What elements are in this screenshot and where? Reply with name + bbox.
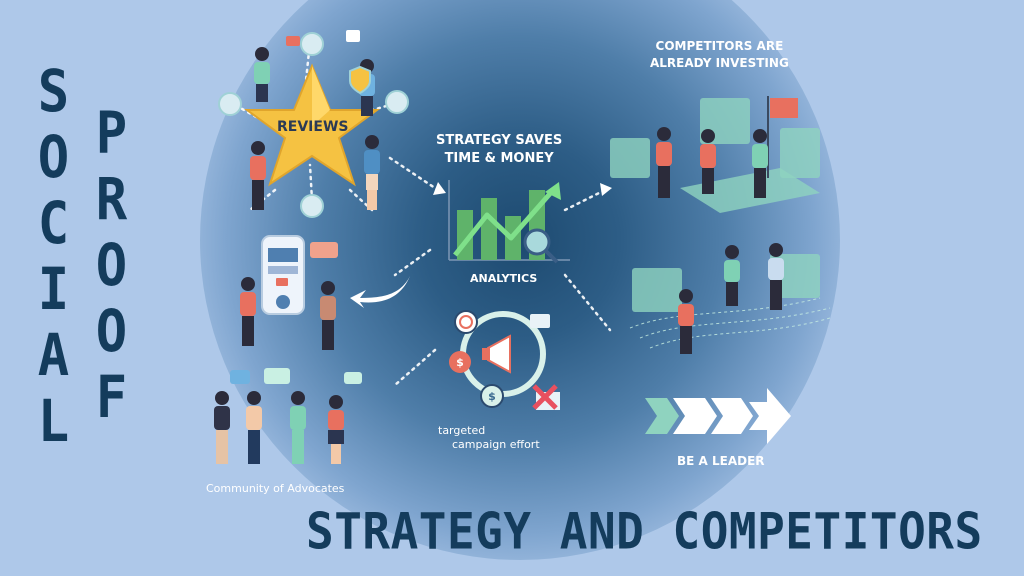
letter: O [95, 297, 128, 365]
reviews-label: REVIEWS [277, 119, 349, 135]
strategy-heading: STRATEGY SAVES TIME & MONEY [436, 132, 562, 168]
letter: P [95, 99, 128, 167]
svg-text:$: $ [488, 390, 496, 403]
strategy-heading-line2: TIME & MONEY [444, 151, 554, 166]
competitors-race-illustration [610, 96, 820, 213]
letter: O [95, 231, 128, 299]
campaign-cycle-icon: $ $ [449, 310, 560, 410]
advocates-illustration [214, 368, 362, 464]
letter: A [37, 321, 70, 389]
competitors-heading: COMPETITORS ARE ALREADY INVESTING [650, 38, 789, 72]
runners-illustration [629, 243, 831, 354]
reviews-illustration [218, 30, 409, 218]
analytics-label: ANALYTICS [470, 272, 538, 285]
campaign-label: targeted campaign effort [438, 424, 540, 452]
campaign-label-line2: campaign effort [452, 438, 540, 451]
analytics-chart-icon [448, 180, 570, 264]
proof-vertical-word: P R O O F [94, 100, 129, 430]
letter: C [37, 189, 70, 257]
social-vertical-word: S O C I A L [36, 58, 71, 454]
advocates-label: Community of Advocates [206, 482, 345, 495]
letter: I [37, 255, 70, 323]
phone-share-illustration [240, 235, 410, 350]
letter: L [37, 387, 70, 455]
letter: O [37, 123, 70, 191]
letter: S [37, 57, 70, 125]
competitors-heading-line2: ALREADY INVESTING [650, 56, 789, 70]
strategy-heading-line1: STRATEGY SAVES [436, 133, 563, 148]
footer-title: STRATEGY AND COMPETITORS [306, 501, 983, 561]
competitors-heading-line1: COMPETITORS ARE [655, 39, 784, 53]
leader-label: BE A LEADER [677, 454, 765, 468]
letter: R [95, 165, 128, 233]
leader-arrows-icon [645, 388, 791, 444]
svg-text:$: $ [456, 356, 464, 369]
letter: F [95, 363, 128, 431]
campaign-label-line1: targeted [438, 424, 486, 437]
